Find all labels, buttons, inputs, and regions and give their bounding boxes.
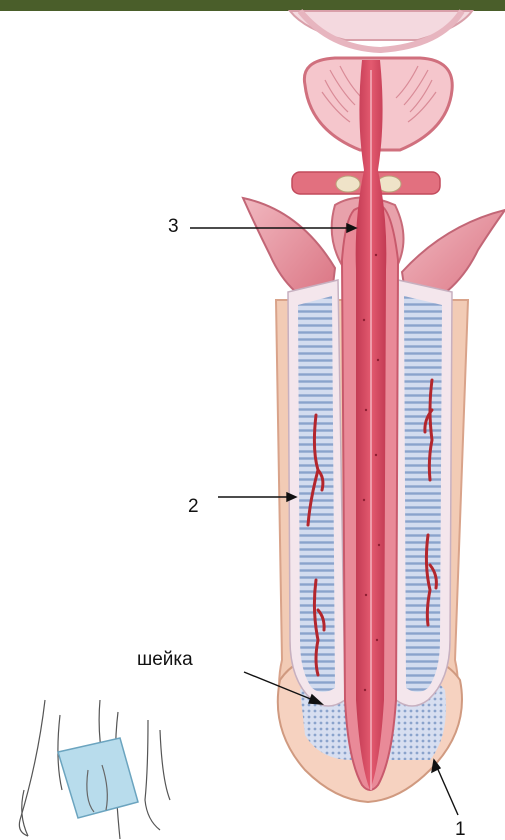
- inset-highlight-box: [58, 738, 138, 818]
- pointer-1: [436, 765, 458, 815]
- label-3: 3: [168, 217, 179, 236]
- label-1: 1: [455, 820, 466, 839]
- corpus-cavernosum-right-inner: [404, 296, 442, 692]
- label-2: 2: [188, 497, 199, 516]
- label-neck: шейка: [137, 650, 193, 669]
- bulbourethral-gland-left: [336, 176, 360, 192]
